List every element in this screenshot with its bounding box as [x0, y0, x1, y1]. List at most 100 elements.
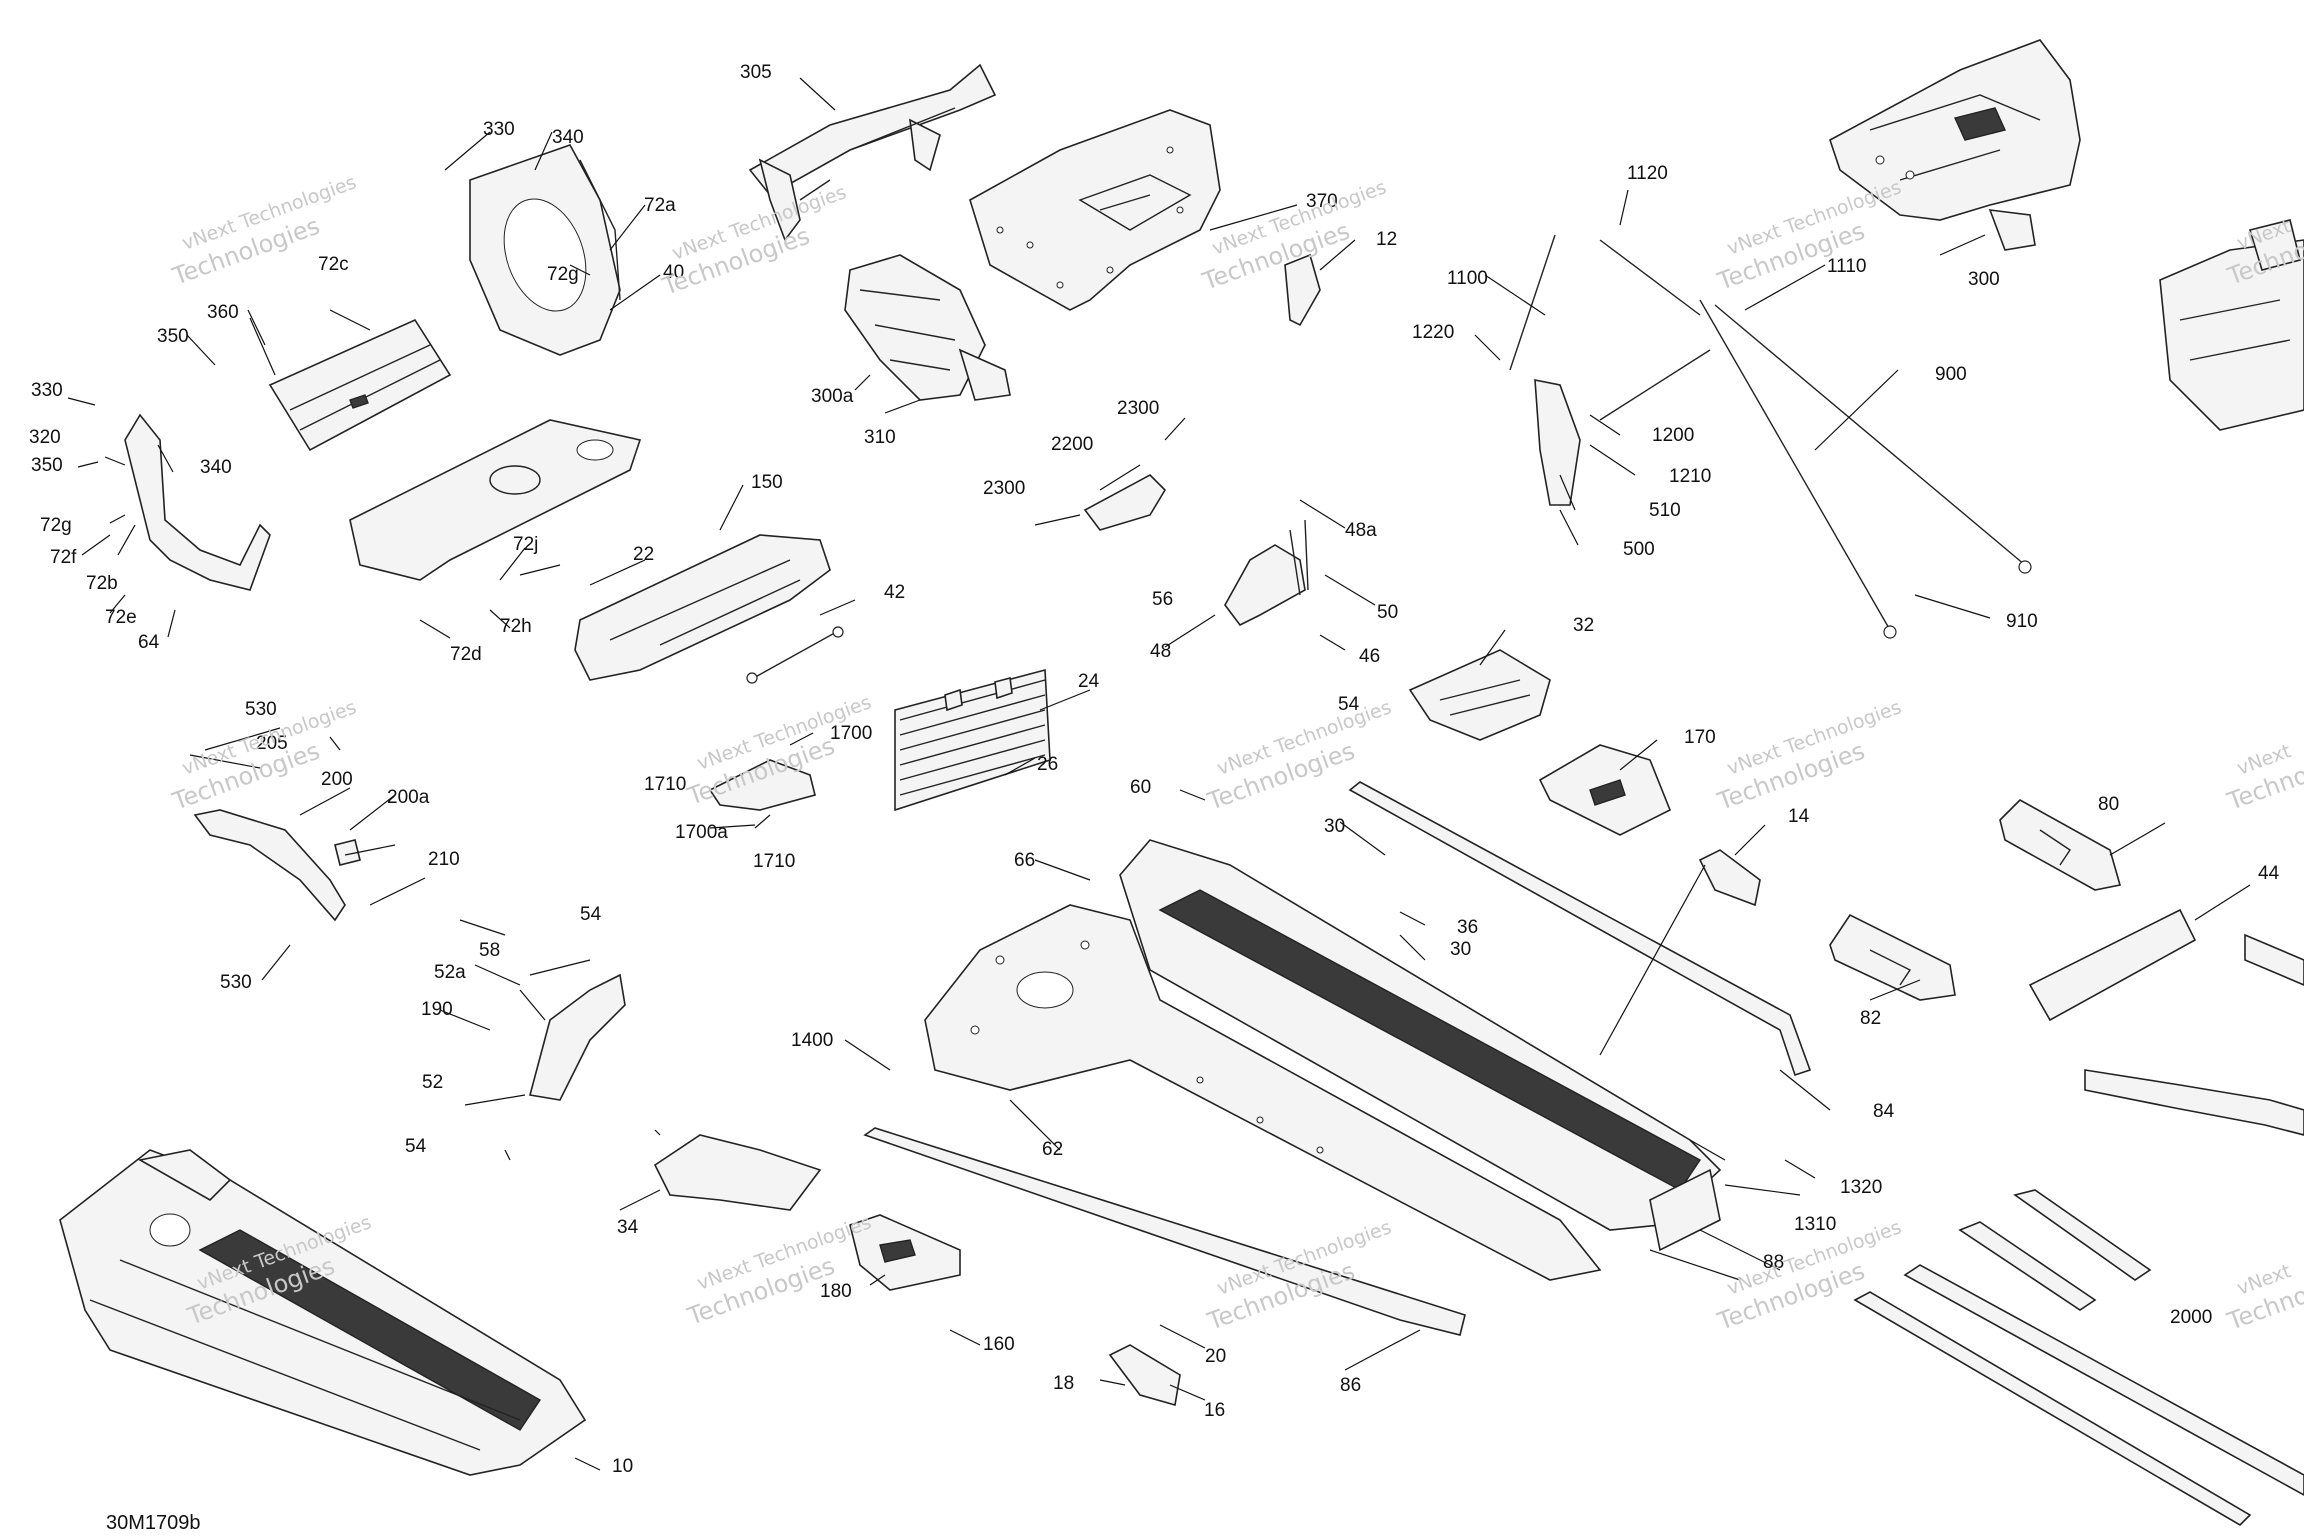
callout-72c: 72c: [318, 254, 349, 275]
callout-72g-1: 72g: [547, 264, 579, 285]
callout-300a: 300a: [811, 386, 854, 407]
callout-1110: 1110: [1827, 256, 1866, 277]
part-2000-rails: [1853, 1069, 2304, 1527]
watermark: vNext Technologies Technologies: [1713, 696, 1904, 816]
part-180-guard: [849, 1214, 961, 1291]
part-305-steering-support: [748, 63, 997, 242]
callout-72g-2: 72g: [40, 515, 72, 536]
callout-320: 320: [29, 427, 61, 448]
callout-200: 200: [321, 769, 353, 790]
callout-80: 80: [2098, 794, 2119, 815]
callout-72b: 72b: [86, 573, 118, 594]
callout-340b: 340: [200, 457, 232, 478]
callout-330b: 330: [31, 380, 63, 401]
callout-350a: 350: [157, 326, 189, 347]
part-44-rail-bracket: [2028, 908, 2304, 1022]
callout-16: 16: [1204, 1400, 1225, 1421]
callout-30b: 30: [1450, 939, 1471, 960]
part-32-seat-support: [1408, 649, 1551, 741]
drawing-code: 30M1709b: [106, 1512, 201, 1534]
callout-1710a: 1710: [644, 774, 686, 795]
part-42-rod: [746, 626, 844, 684]
part-16-footrest: [1108, 1344, 1181, 1407]
watermark: vNext Technologies: [2223, 737, 2304, 816]
part-170-panel: [1538, 744, 1672, 836]
part-72c-cover: [268, 318, 452, 452]
callout-52: 52: [422, 1072, 443, 1093]
callout-56: 56: [1152, 589, 1173, 610]
callout-82: 82: [1860, 1008, 1881, 1029]
part-86-rail: [863, 1127, 1466, 1336]
callout-24: 24: [1078, 671, 1100, 692]
callout-150: 150: [751, 472, 783, 493]
callout-210: 210: [428, 849, 460, 870]
callout-48: 48: [1150, 641, 1171, 662]
callout-180: 180: [820, 1281, 852, 1302]
watermark: vNext Technologies: [2223, 1257, 2304, 1336]
part-12-bracket: [1284, 253, 1321, 327]
callout-310: 310: [864, 427, 896, 448]
part-right-edge-frame: [2159, 219, 2304, 431]
callout-1320: 1320: [1840, 1177, 1882, 1198]
watermark: vNext Technologies Technologies: [683, 1211, 874, 1331]
callout-12: 12: [1376, 229, 1397, 250]
callout-66: 66: [1014, 850, 1035, 871]
callout-42: 42: [884, 582, 905, 603]
watermark: vNext Technologies Technologies: [1713, 176, 1904, 296]
callout-190: 190: [421, 999, 453, 1020]
part-24-cooler: [894, 668, 1051, 812]
part-200-arc: [193, 809, 361, 922]
callout-500: 500: [1623, 539, 1655, 560]
part-80-bracket: [1999, 799, 2122, 891]
callout-40: 40: [663, 262, 684, 283]
callout-300: 300: [1968, 269, 2000, 290]
callout-72j: 72j: [513, 534, 538, 555]
part-52-bracket: [529, 973, 626, 1101]
part-300-front-frame: [1829, 39, 2081, 251]
callout-34: 34: [617, 1217, 639, 1238]
callout-1400: 1400: [791, 1030, 833, 1051]
callout-2200: 2200: [1051, 434, 1093, 455]
callout-360: 360: [207, 302, 239, 323]
part-suspension-arms: [1509, 234, 2032, 639]
callout-62: 62: [1042, 1139, 1063, 1160]
callout-1100: 1100: [1447, 268, 1488, 289]
callout-58: 58: [479, 940, 500, 961]
callout-72h: 72h: [500, 616, 532, 637]
callout-22: 22: [633, 544, 654, 565]
parts-layer: [59, 39, 2304, 1527]
callout-26: 26: [1037, 754, 1058, 775]
callout-44: 44: [2258, 863, 2280, 884]
callout-14: 14: [1788, 806, 1810, 827]
part-300a-bracket: [844, 254, 1011, 401]
part-10-complete-chassis: [59, 1149, 587, 1476]
callout-2300b: 2300: [983, 478, 1025, 499]
callout-labels: 10 12 14 16 18 20 22 24 26 30 30 32 34 3…: [29, 62, 2280, 1477]
callout-54b: 54: [405, 1136, 427, 1157]
part-84-rail: [1348, 781, 1812, 1077]
callout-530a: 530: [245, 699, 277, 720]
callout-900: 900: [1935, 364, 1967, 385]
callout-72f: 72f: [50, 547, 77, 568]
callout-1310: 1310: [1794, 1214, 1836, 1235]
part-14-bracket: [1698, 849, 1761, 907]
part-34-bracket: [653, 1134, 822, 1211]
callout-20: 20: [1205, 1346, 1226, 1367]
callout-1700: 1700: [830, 723, 872, 744]
callout-48a: 48a: [1345, 520, 1377, 541]
callout-88: 88: [1763, 1252, 1784, 1273]
callout-200a: 200a: [387, 787, 430, 808]
callout-84: 84: [1873, 1101, 1895, 1122]
leader-lines: [67, 77, 2251, 1471]
watermark: vNext Technologies Technologies: [658, 181, 849, 301]
callout-60: 60: [1130, 777, 1151, 798]
callout-305: 305: [740, 62, 772, 83]
callout-340a: 340: [552, 127, 584, 148]
watermark-layer: vNext Technologies Technologies vNext Te…: [168, 171, 2304, 1336]
callout-54a: 54: [580, 904, 602, 925]
callout-30a: 30: [1324, 816, 1345, 837]
part-72b-arc: [124, 413, 271, 591]
callout-160: 160: [983, 1334, 1015, 1355]
callout-205: 205: [256, 733, 288, 754]
